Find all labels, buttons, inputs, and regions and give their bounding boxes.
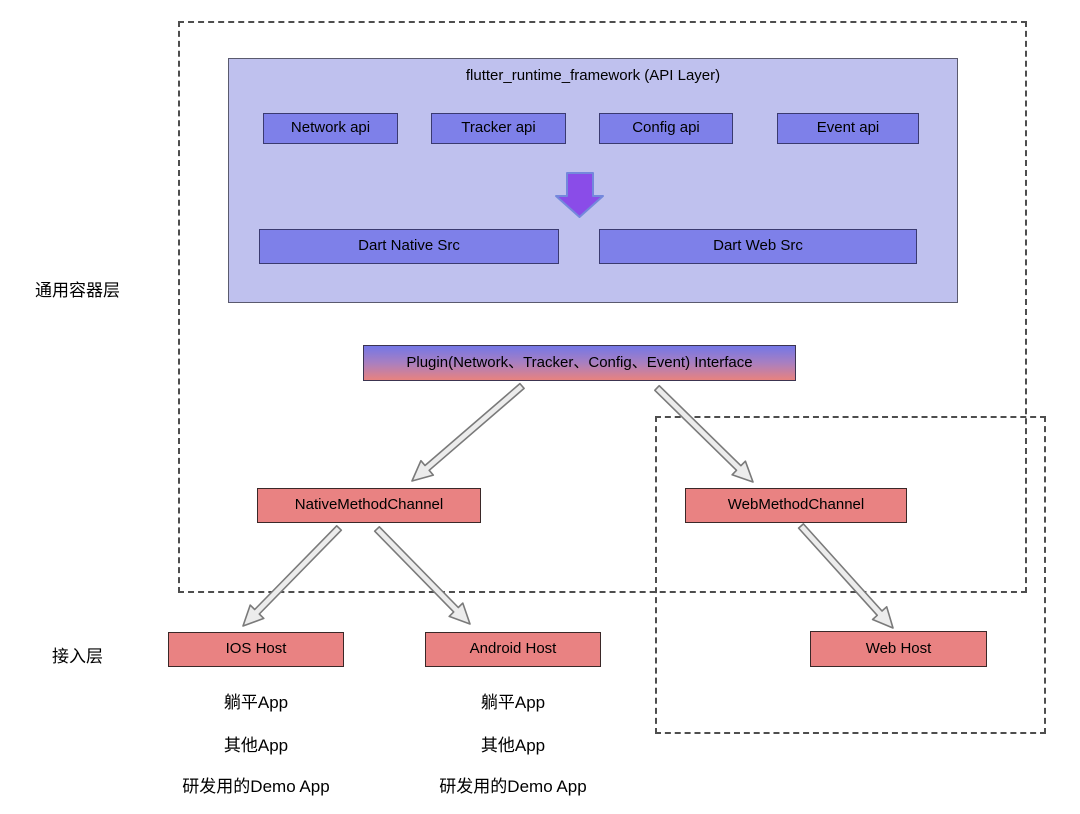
- api-box-event: Event api: [777, 113, 919, 144]
- container-layer-boundary: [178, 21, 1027, 593]
- api-box-tracker: Tracker api: [431, 113, 566, 144]
- app-item: 躺平App: [223, 693, 289, 712]
- app-item: 研发用的Demo App: [182, 777, 330, 796]
- framework-title: flutter_runtime_framework (API Layer): [465, 67, 721, 84]
- container-layer-label: 通用容器层: [35, 281, 120, 300]
- app-item: 其他App: [480, 736, 546, 755]
- android-host-box: Android Host: [425, 632, 601, 667]
- dart-native-src-box: Dart Native Src: [259, 229, 559, 264]
- web-branch-boundary: [655, 416, 1046, 734]
- api-box-network: Network api: [263, 113, 398, 144]
- native-method-channel-box: NativeMethodChannel: [257, 488, 481, 523]
- dart-web-src-box: Dart Web Src: [599, 229, 917, 264]
- api-box-config: Config api: [599, 113, 733, 144]
- framework-box: flutter_runtime_framework (API Layer) Ne…: [228, 58, 958, 303]
- web-host-box: Web Host: [810, 631, 987, 667]
- plugin-interface-box: Plugin(Network、Tracker、Config、Event) Int…: [363, 345, 796, 381]
- app-item: 研发用的Demo App: [439, 777, 587, 796]
- access-layer-label: 接入层: [52, 647, 103, 666]
- web-method-channel-box: WebMethodChannel: [685, 488, 907, 523]
- ios-host-box: IOS Host: [168, 632, 344, 667]
- app-item: 躺平App: [480, 693, 546, 712]
- app-item: 其他App: [223, 736, 289, 755]
